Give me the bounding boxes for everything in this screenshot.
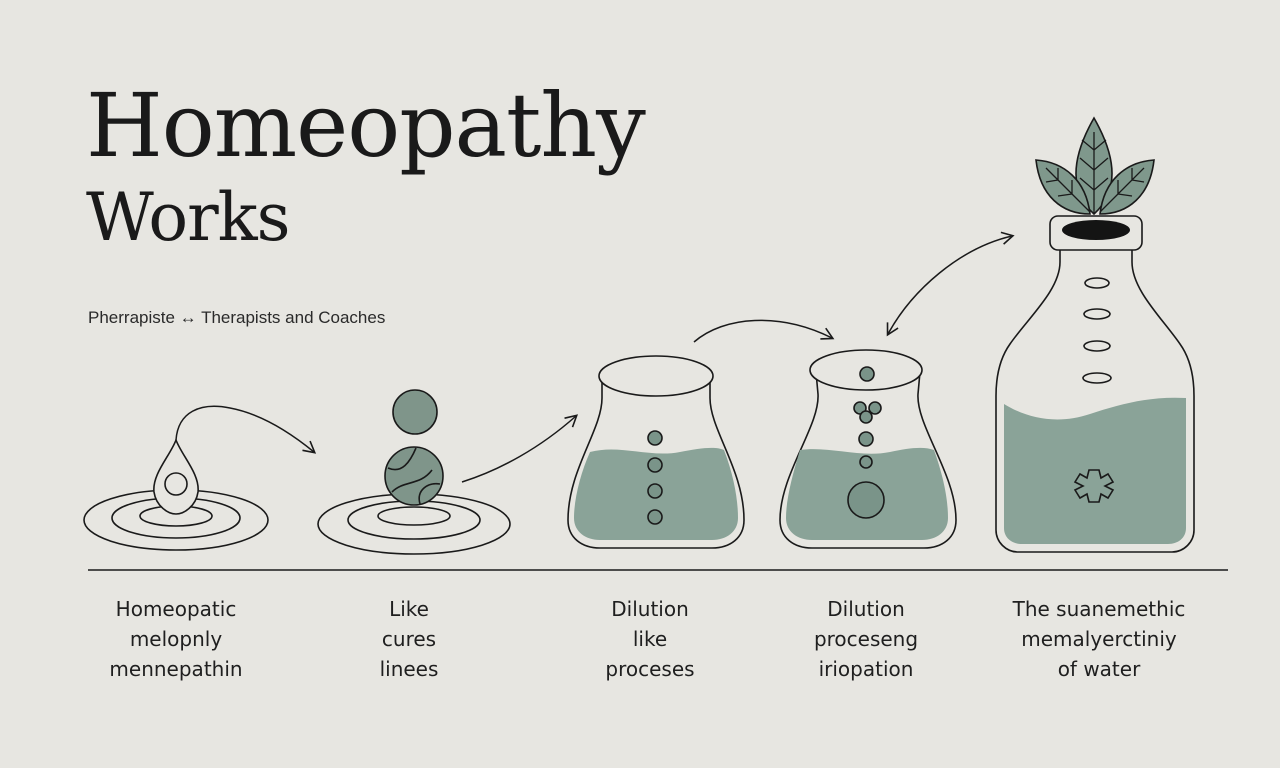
step-caption-3: Dilution like proceses [540, 594, 760, 684]
arrow-3 [693, 319, 835, 343]
flask-icon [779, 349, 957, 549]
caption-line: proceses [605, 657, 695, 681]
caption-line: memalyerctiniy [1021, 627, 1177, 651]
beaker-icon [567, 355, 745, 549]
caption-line: of water [1057, 657, 1141, 681]
caption-line: Dilution [827, 597, 905, 621]
caption-line: Homeopatic [115, 597, 237, 621]
caption-line: proceseng [813, 627, 919, 651]
arrow-1 [175, 405, 317, 454]
snowflake-mark [1073, 469, 1115, 503]
flow-arrows [175, 231, 1015, 483]
caption-line: melopnly [129, 627, 223, 651]
arrow-2 [461, 414, 578, 483]
page-title: Homeopathy Works [86, 74, 646, 258]
step-caption-4: Dilution proceseng iriopation [756, 594, 976, 684]
caption-line: Like [389, 597, 429, 621]
bottle-with-leaves-icon [995, 116, 1195, 553]
pellet-icon [317, 389, 511, 555]
subtitle: Pherrapiste ↔ Therapists and Coaches [88, 308, 386, 327]
caption-line: mennepathin [109, 657, 243, 681]
caption-line: Dilution [611, 597, 689, 621]
step-caption-5: The suanemethic memalyerctiniy of water [986, 594, 1212, 684]
caption-line: like [632, 627, 668, 651]
caption-line: cures [381, 627, 437, 651]
caption-line: iriopation [818, 657, 914, 681]
arrow-4 [886, 231, 1015, 337]
step-caption-2: Like cures linees [299, 594, 519, 684]
title-line-2: Works [86, 179, 291, 256]
caption-line: linees [379, 657, 439, 681]
water-drop-icon [83, 437, 269, 551]
caption-line: The suanemethic [1012, 597, 1186, 621]
title-line-1: Homeopathy [86, 74, 646, 177]
step-caption-1: Homeopatic melopnly mennepathin [66, 594, 286, 684]
